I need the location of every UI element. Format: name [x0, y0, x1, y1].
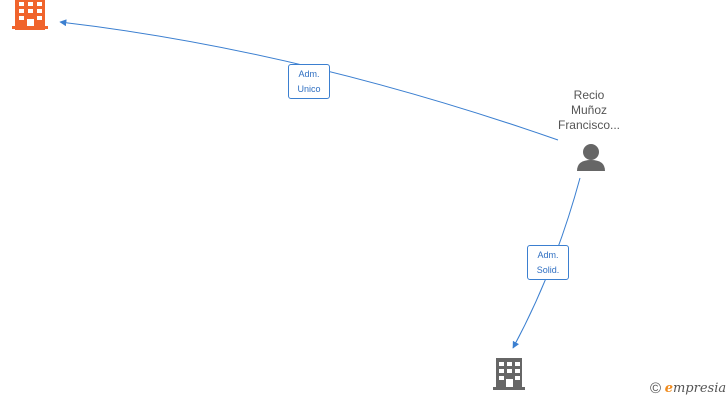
person-name-line: Francisco... — [557, 118, 620, 132]
person-name-label[interactable]: Recio Muñoz Francisco... — [548, 88, 630, 133]
company-node-top[interactable] — [12, 0, 48, 30]
edge-label-line: Solid. — [536, 265, 560, 275]
edge-label-adm-unico: Adm. Unico — [288, 64, 330, 99]
edge-label-adm-solid: Adm. Solid. — [527, 245, 569, 280]
person-name-line: Recio — [573, 88, 605, 102]
person-icon — [577, 144, 605, 171]
copyright-symbol: © — [650, 380, 662, 397]
person-name-line: Muñoz — [570, 103, 608, 117]
edge-label-line: Adm. — [537, 250, 559, 260]
building-icon — [493, 358, 525, 390]
building-icon — [12, 0, 48, 30]
person-node[interactable] — [577, 144, 605, 171]
brand-initial: e — [664, 381, 673, 396]
brand-logo: © empresia — [650, 380, 726, 397]
edge-label-line: Adm. — [298, 69, 320, 79]
company-node-bottom[interactable] — [493, 358, 525, 390]
brand-name-rest: mpresia — [672, 381, 727, 396]
edge-label-line: Unico — [297, 84, 321, 94]
